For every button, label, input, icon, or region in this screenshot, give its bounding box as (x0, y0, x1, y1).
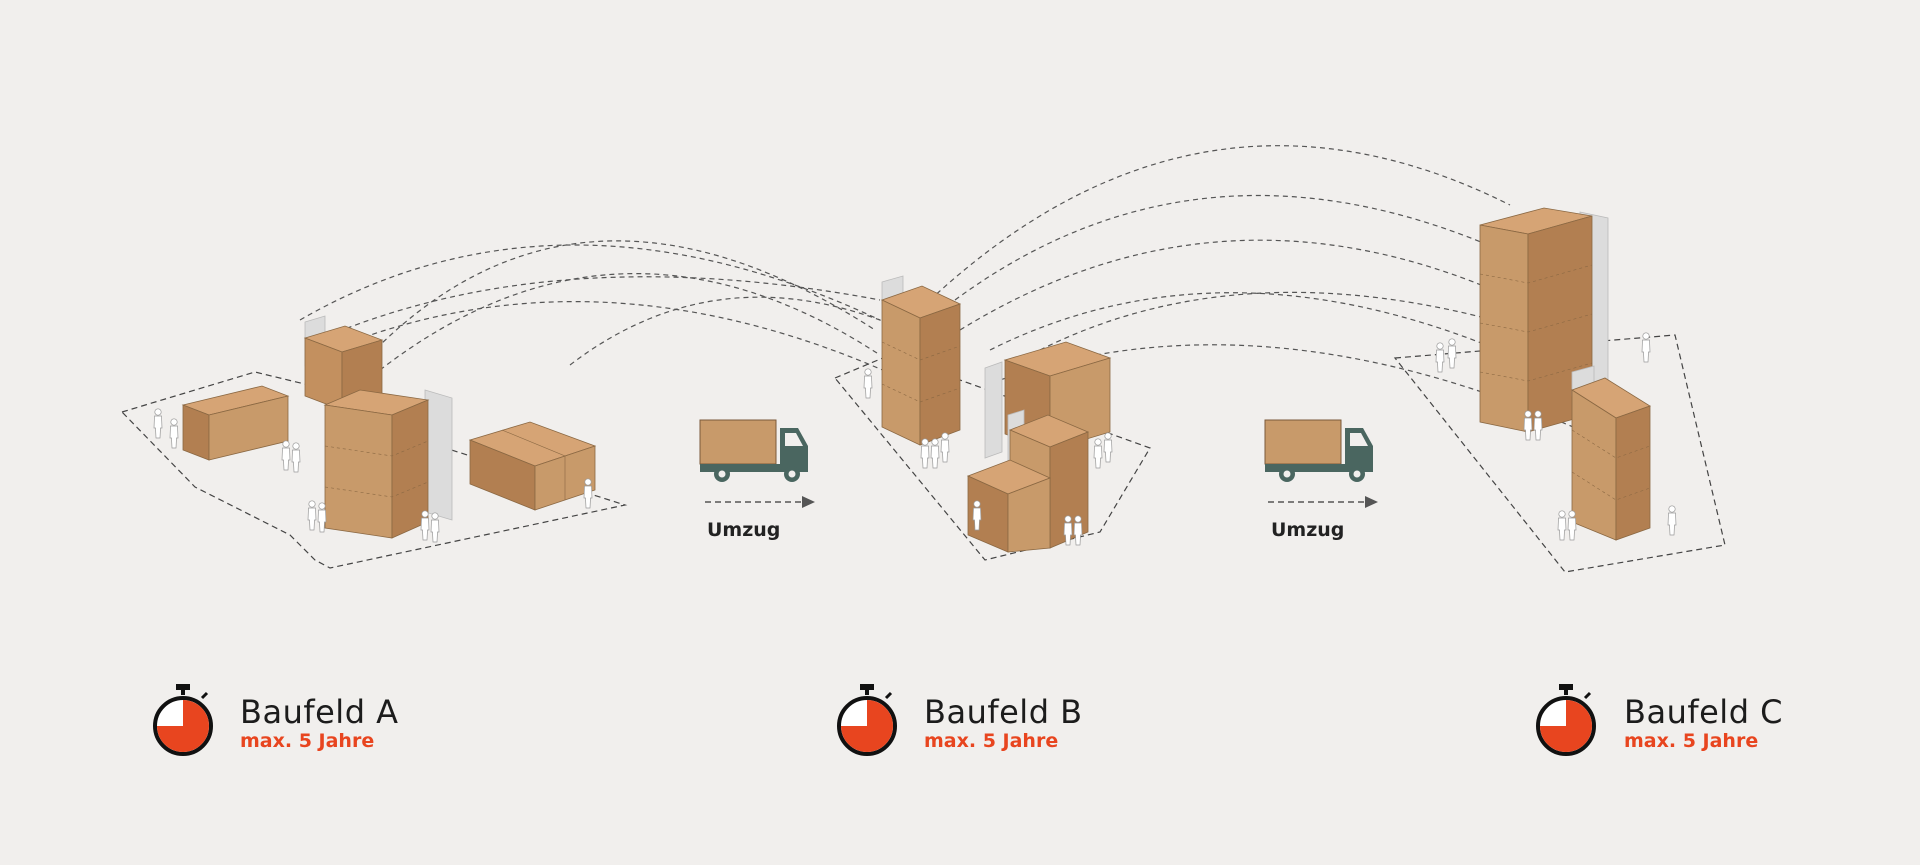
move-a-to-b (699, 419, 815, 508)
field-duration: max. 5 Jahre (1624, 730, 1759, 752)
stopwatch-icon (837, 684, 897, 756)
truck-icon (699, 419, 809, 483)
site-c-illustration (1393, 207, 1726, 573)
stopwatch-icon (1536, 684, 1596, 756)
move-b-to-c (1264, 419, 1378, 508)
arrow-icon (1268, 496, 1378, 508)
field-duration: max. 5 Jahre (240, 730, 375, 752)
field-duration: max. 5 Jahre (924, 730, 1059, 752)
stopwatch-icon (153, 684, 213, 756)
move-label: Umzug (707, 519, 781, 541)
site-a-illustration (120, 315, 628, 569)
truck-icon (1264, 419, 1374, 483)
field-name: Baufeld C (1624, 693, 1784, 731)
field-name: Baufeld B (924, 693, 1083, 731)
field-name: Baufeld A (240, 693, 399, 731)
site-b-illustration (834, 275, 1151, 561)
move-label: Umzug (1271, 519, 1345, 541)
arrow-icon (705, 496, 815, 508)
